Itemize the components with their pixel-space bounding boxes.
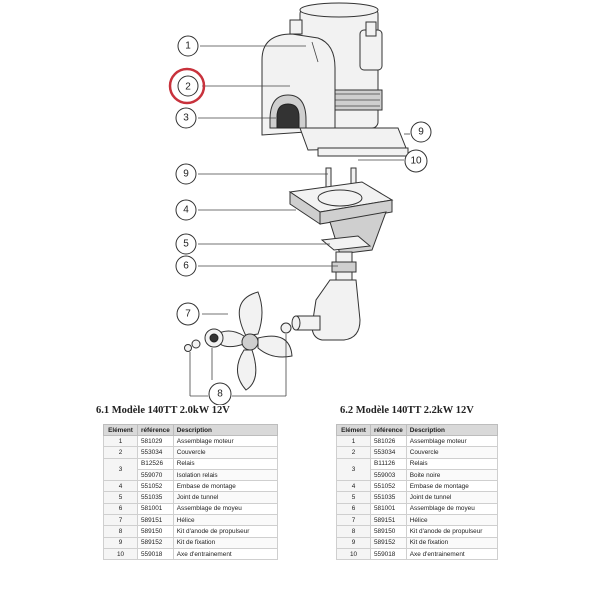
propeller-drawing [184,291,293,391]
table-header-row: Elément référence Description [103,424,279,436]
callout-9-bolts: 9 [175,163,197,185]
header-reference: référence [370,424,407,436]
svg-text:10: 10 [410,156,422,167]
flange-and-hub-drawing [280,167,394,341]
callout-4: 4 [175,199,197,221]
callout-3: 3 [175,107,197,129]
table-header-row: Elément référence Description [336,424,499,436]
highlight-ring [168,67,206,105]
svg-text:5: 5 [183,239,189,250]
header-description: Description [405,424,499,436]
callout-5: 5 [175,233,197,255]
svg-text:4: 4 [183,205,189,216]
motor-assembly-drawing [261,2,409,157]
callout-2: 2 [177,75,199,97]
svg-text:9: 9 [183,169,189,180]
svg-text:9: 9 [418,127,424,138]
header-reference: référence [137,424,174,436]
callout-8: 8 [208,382,232,405]
callout-7: 7 [176,302,200,326]
header-element: Elément [336,424,371,436]
svg-text:3: 3 [183,113,189,124]
svg-text:7: 7 [185,309,191,320]
svg-text:8: 8 [217,389,223,400]
header-description: Description [172,424,279,436]
table-title-2-2kw: 6.2 Modèle 140TT 2.2kW 12V [340,405,474,416]
svg-text:2: 2 [185,82,191,93]
table-title-2kw: 6.1 Modèle 140TT 2.0kW 12V [96,405,230,416]
callout-9-top: 9 [410,121,432,143]
callout-10: 10 [404,149,428,173]
svg-text:1: 1 [185,41,191,52]
callout-6: 6 [175,255,197,277]
exploded-parts-diagram: 1 2 3 9 10 9 4 5 6 7 8 [168,2,432,405]
callout-1: 1 [177,35,199,57]
svg-text:6: 6 [183,261,189,272]
header-element: Elément [103,424,138,436]
